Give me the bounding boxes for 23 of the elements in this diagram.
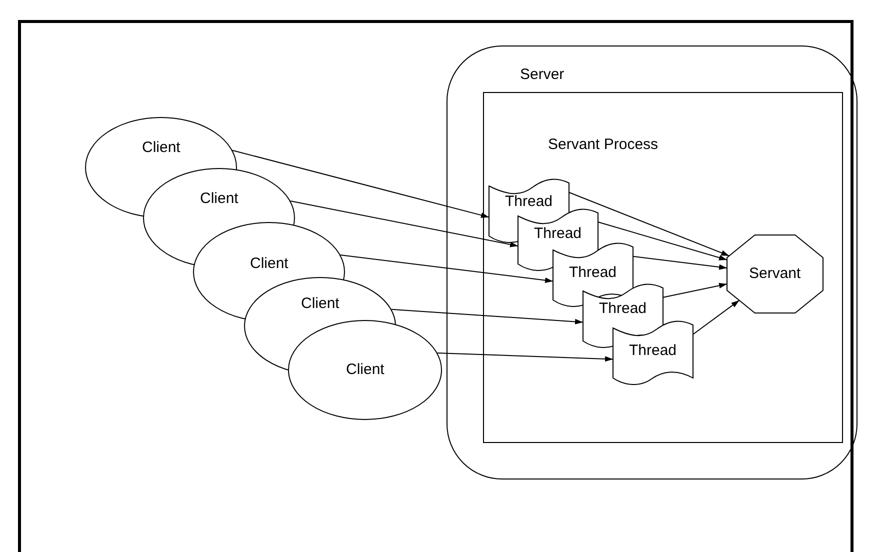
node-label: Servant [749, 265, 801, 283]
node-label: Thread [534, 225, 582, 243]
arrow [290, 200, 518, 248]
node-label: Client [142, 139, 180, 157]
arrow [632, 256, 728, 270]
arrow [598, 222, 728, 260]
node-label: Thread [599, 300, 647, 318]
arrow [436, 352, 614, 362]
node-label: Thread [629, 342, 677, 360]
node-label: Thread [569, 264, 617, 282]
node-label: Thread [505, 193, 553, 211]
node-label: Client [250, 255, 288, 273]
node-label: Server [520, 66, 564, 84]
arrow [568, 192, 730, 256]
node-label: Client [200, 190, 238, 208]
node-label: Client [301, 295, 340, 313]
node-label: Client [346, 361, 384, 379]
arrow [662, 282, 728, 298]
arrow [232, 150, 490, 218]
node-label: Servant Process [548, 136, 658, 154]
arrow [692, 300, 740, 335]
arrow [390, 308, 584, 324]
arrow [340, 254, 554, 283]
